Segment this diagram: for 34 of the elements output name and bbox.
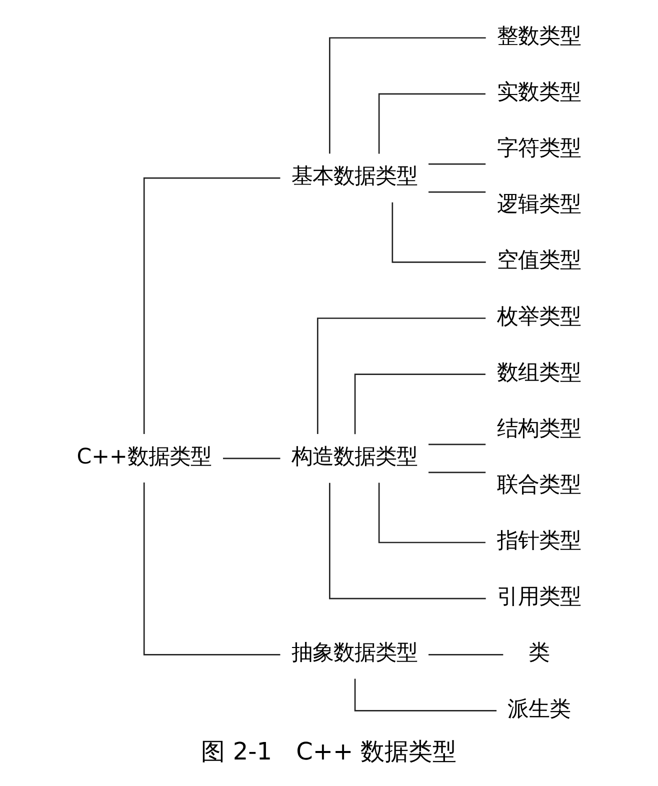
node-text: 结构类型	[497, 416, 582, 442]
connector	[354, 678, 497, 712]
node-text: 构造数据类型	[291, 444, 418, 470]
node-text: 联合类型	[497, 472, 582, 498]
connector	[378, 93, 486, 154]
node-text: 指针类型	[497, 528, 582, 554]
connector	[316, 318, 486, 434]
connector	[223, 458, 280, 460]
connector	[329, 482, 486, 600]
node-text: 抽象数据类型	[291, 640, 418, 666]
connector	[354, 374, 486, 434]
node-text: 空值类型	[497, 248, 582, 274]
connector	[143, 177, 280, 434]
connector	[143, 482, 280, 656]
connector	[378, 482, 486, 544]
node-text: 基本数据类型	[291, 164, 418, 190]
connector	[428, 472, 486, 474]
node-text: 逻辑类型	[497, 192, 582, 218]
node-text: 实数类型	[497, 80, 582, 106]
node-text: 整数类型	[497, 24, 582, 49]
connector	[329, 37, 486, 154]
node-text: 类	[528, 640, 550, 666]
node-text: 引用类型	[497, 584, 582, 610]
node-text: 字符类型	[497, 136, 582, 162]
connector	[428, 444, 486, 446]
node-text: 枚举类型	[497, 304, 582, 330]
connector	[428, 654, 504, 656]
connector	[428, 191, 486, 193]
node-text: 数组类型	[497, 360, 582, 386]
caption: 图 2-1 C++ 数据类型	[201, 737, 457, 766]
node-text: C++数据类型	[76, 444, 212, 470]
connector	[392, 202, 486, 263]
node-text: 派生类	[508, 696, 571, 722]
connector	[428, 163, 486, 165]
